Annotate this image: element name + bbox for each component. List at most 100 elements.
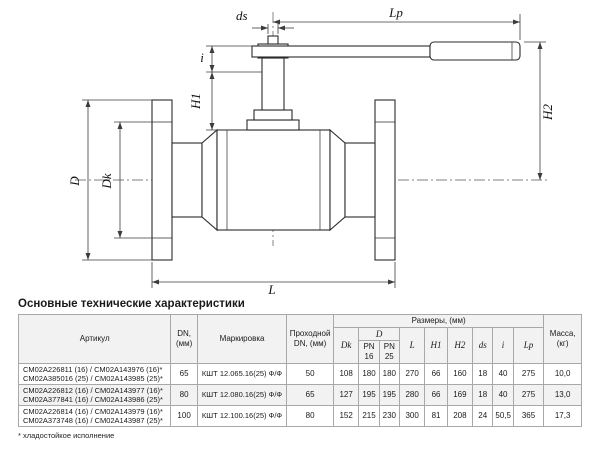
col-header-dn: DN, (мм) bbox=[170, 314, 198, 364]
col-header-l: L bbox=[398, 326, 426, 364]
cell-ds: 18 bbox=[472, 362, 494, 385]
dim-label-l: L bbox=[267, 282, 275, 296]
col-header-pn25: PN 25 bbox=[378, 340, 400, 364]
article-line-1: СМ02А226811 (16) / СМ02А143976 (16)* bbox=[23, 364, 163, 374]
section-title: Основные технические характеристики bbox=[18, 298, 245, 310]
lever-grip bbox=[429, 41, 521, 61]
col-header-pn16: PN 16 bbox=[358, 340, 380, 364]
dim-label-lp: Lp bbox=[388, 5, 403, 20]
cell-mass: 13,0 bbox=[543, 383, 582, 406]
dim-label-dk: Dk bbox=[99, 173, 114, 189]
cell-pn16: 215 bbox=[358, 404, 380, 427]
specs-table: Артикул DN, (мм) Маркировка Проходной DN… bbox=[17, 314, 582, 427]
right-flange bbox=[374, 99, 396, 261]
cell-dk: 108 bbox=[332, 362, 360, 385]
cell-dn: 80 bbox=[170, 383, 198, 406]
cell-pn25: 230 bbox=[378, 404, 400, 427]
stem-bolt bbox=[267, 35, 279, 45]
cell-pn16: 195 bbox=[358, 383, 380, 406]
left-pipe-section bbox=[171, 142, 203, 218]
dim-label-h1: H1 bbox=[188, 93, 203, 110]
table-row: СМ02А226814 (16) / СМ02А143979 (16)* СМ0… bbox=[17, 404, 582, 427]
cell-pn25: 195 bbox=[378, 383, 400, 406]
table-row: СМ02А226812 (16) / СМ02А143977 (16)* СМ0… bbox=[17, 383, 582, 406]
article-line-2: СМ02А373748 (16) / СМ02А143987 (25)* bbox=[23, 415, 163, 425]
article-line-1: СМ02А226814 (16) / СМ02А143979 (16)* bbox=[23, 406, 163, 416]
cell-pn25: 180 bbox=[378, 362, 400, 385]
cell-dk: 152 bbox=[332, 404, 360, 427]
dim-label-d: D bbox=[67, 176, 82, 187]
cell-mass: 17,3 bbox=[543, 404, 582, 427]
cell-ds: 18 bbox=[472, 383, 494, 406]
dim-i bbox=[206, 45, 262, 73]
cell-bore: 65 bbox=[286, 383, 334, 406]
specs-table-header: Артикул DN, (мм) Маркировка Проходной DN… bbox=[17, 314, 582, 364]
right-cone bbox=[329, 128, 346, 232]
valve-technical-drawing: ds Lp i H1 H2 bbox=[67, 5, 555, 296]
cell-i: 50,5 bbox=[492, 404, 514, 427]
cell-i: 40 bbox=[492, 362, 514, 385]
cell-h2: 208 bbox=[446, 404, 474, 427]
cell-l: 280 bbox=[398, 383, 426, 406]
col-header-ds: ds bbox=[472, 326, 494, 364]
article-line-2: СМ02А377841 (16) / СМ02А143986 (25)* bbox=[23, 394, 163, 404]
col-header-mass: Масса, (кг) bbox=[543, 314, 582, 364]
cell-h1: 81 bbox=[424, 404, 448, 427]
col-header-h1: H1 bbox=[424, 326, 448, 364]
cell-article: СМ02А226814 (16) / СМ02А143979 (16)* СМ0… bbox=[17, 404, 172, 427]
col-header-d: D bbox=[358, 326, 400, 342]
cell-lp: 275 bbox=[512, 383, 545, 406]
cell-lp: 275 bbox=[512, 362, 545, 385]
col-header-bore: Проходной DN, (мм) bbox=[286, 314, 334, 364]
dim-label-ds: ds bbox=[236, 8, 248, 23]
cell-marking: КШТ 12.065.16(25) Ф/Ф bbox=[196, 362, 288, 385]
cell-h2: 160 bbox=[446, 362, 474, 385]
cell-h1: 66 bbox=[424, 362, 448, 385]
cell-dn: 65 bbox=[170, 362, 198, 385]
col-header-i: i bbox=[492, 326, 514, 364]
right-pipe-section bbox=[344, 142, 376, 218]
cell-l: 300 bbox=[398, 404, 426, 427]
cell-marking: КШТ 12.080.16(25) Ф/Ф bbox=[196, 383, 288, 406]
dim-h1 bbox=[206, 72, 247, 131]
dim-h2 bbox=[524, 41, 546, 180]
col-header-h2: H2 bbox=[446, 326, 474, 364]
col-header-marking: Маркировка bbox=[196, 314, 288, 364]
article-line-2: СМ02А385016 (25) / СМ02А143985 (25)* bbox=[23, 373, 163, 383]
left-cone bbox=[201, 128, 218, 232]
col-header-lp: Lp bbox=[512, 326, 545, 364]
col-group-dimensions: Размеры, (мм) bbox=[332, 314, 545, 328]
left-flange bbox=[151, 99, 173, 261]
cell-bore: 80 bbox=[286, 404, 334, 427]
dim-lp bbox=[273, 14, 521, 40]
cell-dn: 100 bbox=[170, 404, 198, 427]
cell-marking: КШТ 12.100.16(25) Ф/Ф bbox=[196, 404, 288, 427]
cell-h2: 169 bbox=[446, 383, 474, 406]
dim-label-h2: H2 bbox=[540, 104, 555, 121]
cell-lp: 365 bbox=[512, 404, 545, 427]
footnote: * хладостойкое исполнение bbox=[18, 430, 115, 440]
cell-mass: 10,0 bbox=[543, 362, 582, 385]
center-body bbox=[216, 129, 331, 231]
dim-dk bbox=[114, 121, 152, 239]
dim-d bbox=[82, 99, 152, 261]
col-header-dk: Dk bbox=[332, 326, 360, 364]
lever-bar bbox=[251, 45, 431, 58]
specs-table-body: СМ02А226811 (16) / СМ02А143976 (16)* СМ0… bbox=[17, 362, 582, 427]
lever-handle bbox=[251, 41, 521, 61]
col-header-article: Артикул bbox=[17, 314, 172, 364]
cell-i: 40 bbox=[492, 383, 514, 406]
cell-article: СМ02А226811 (16) / СМ02А143976 (16)* СМ0… bbox=[17, 362, 172, 385]
cell-ds: 24 bbox=[472, 404, 494, 427]
cell-h1: 66 bbox=[424, 383, 448, 406]
dim-l bbox=[151, 262, 396, 288]
dim-ds bbox=[252, 24, 294, 34]
article-line-1: СМ02А226812 (16) / СМ02А143977 (16)* bbox=[23, 385, 163, 395]
table-row: СМ02А226811 (16) / СМ02А143976 (16)* СМ0… bbox=[17, 362, 582, 385]
cell-dk: 127 bbox=[332, 383, 360, 406]
cell-l: 270 bbox=[398, 362, 426, 385]
dim-label-i: i bbox=[200, 50, 204, 65]
cell-pn16: 180 bbox=[358, 362, 380, 385]
cell-article: СМ02А226812 (16) / СМ02А143977 (16)* СМ0… bbox=[17, 383, 172, 406]
